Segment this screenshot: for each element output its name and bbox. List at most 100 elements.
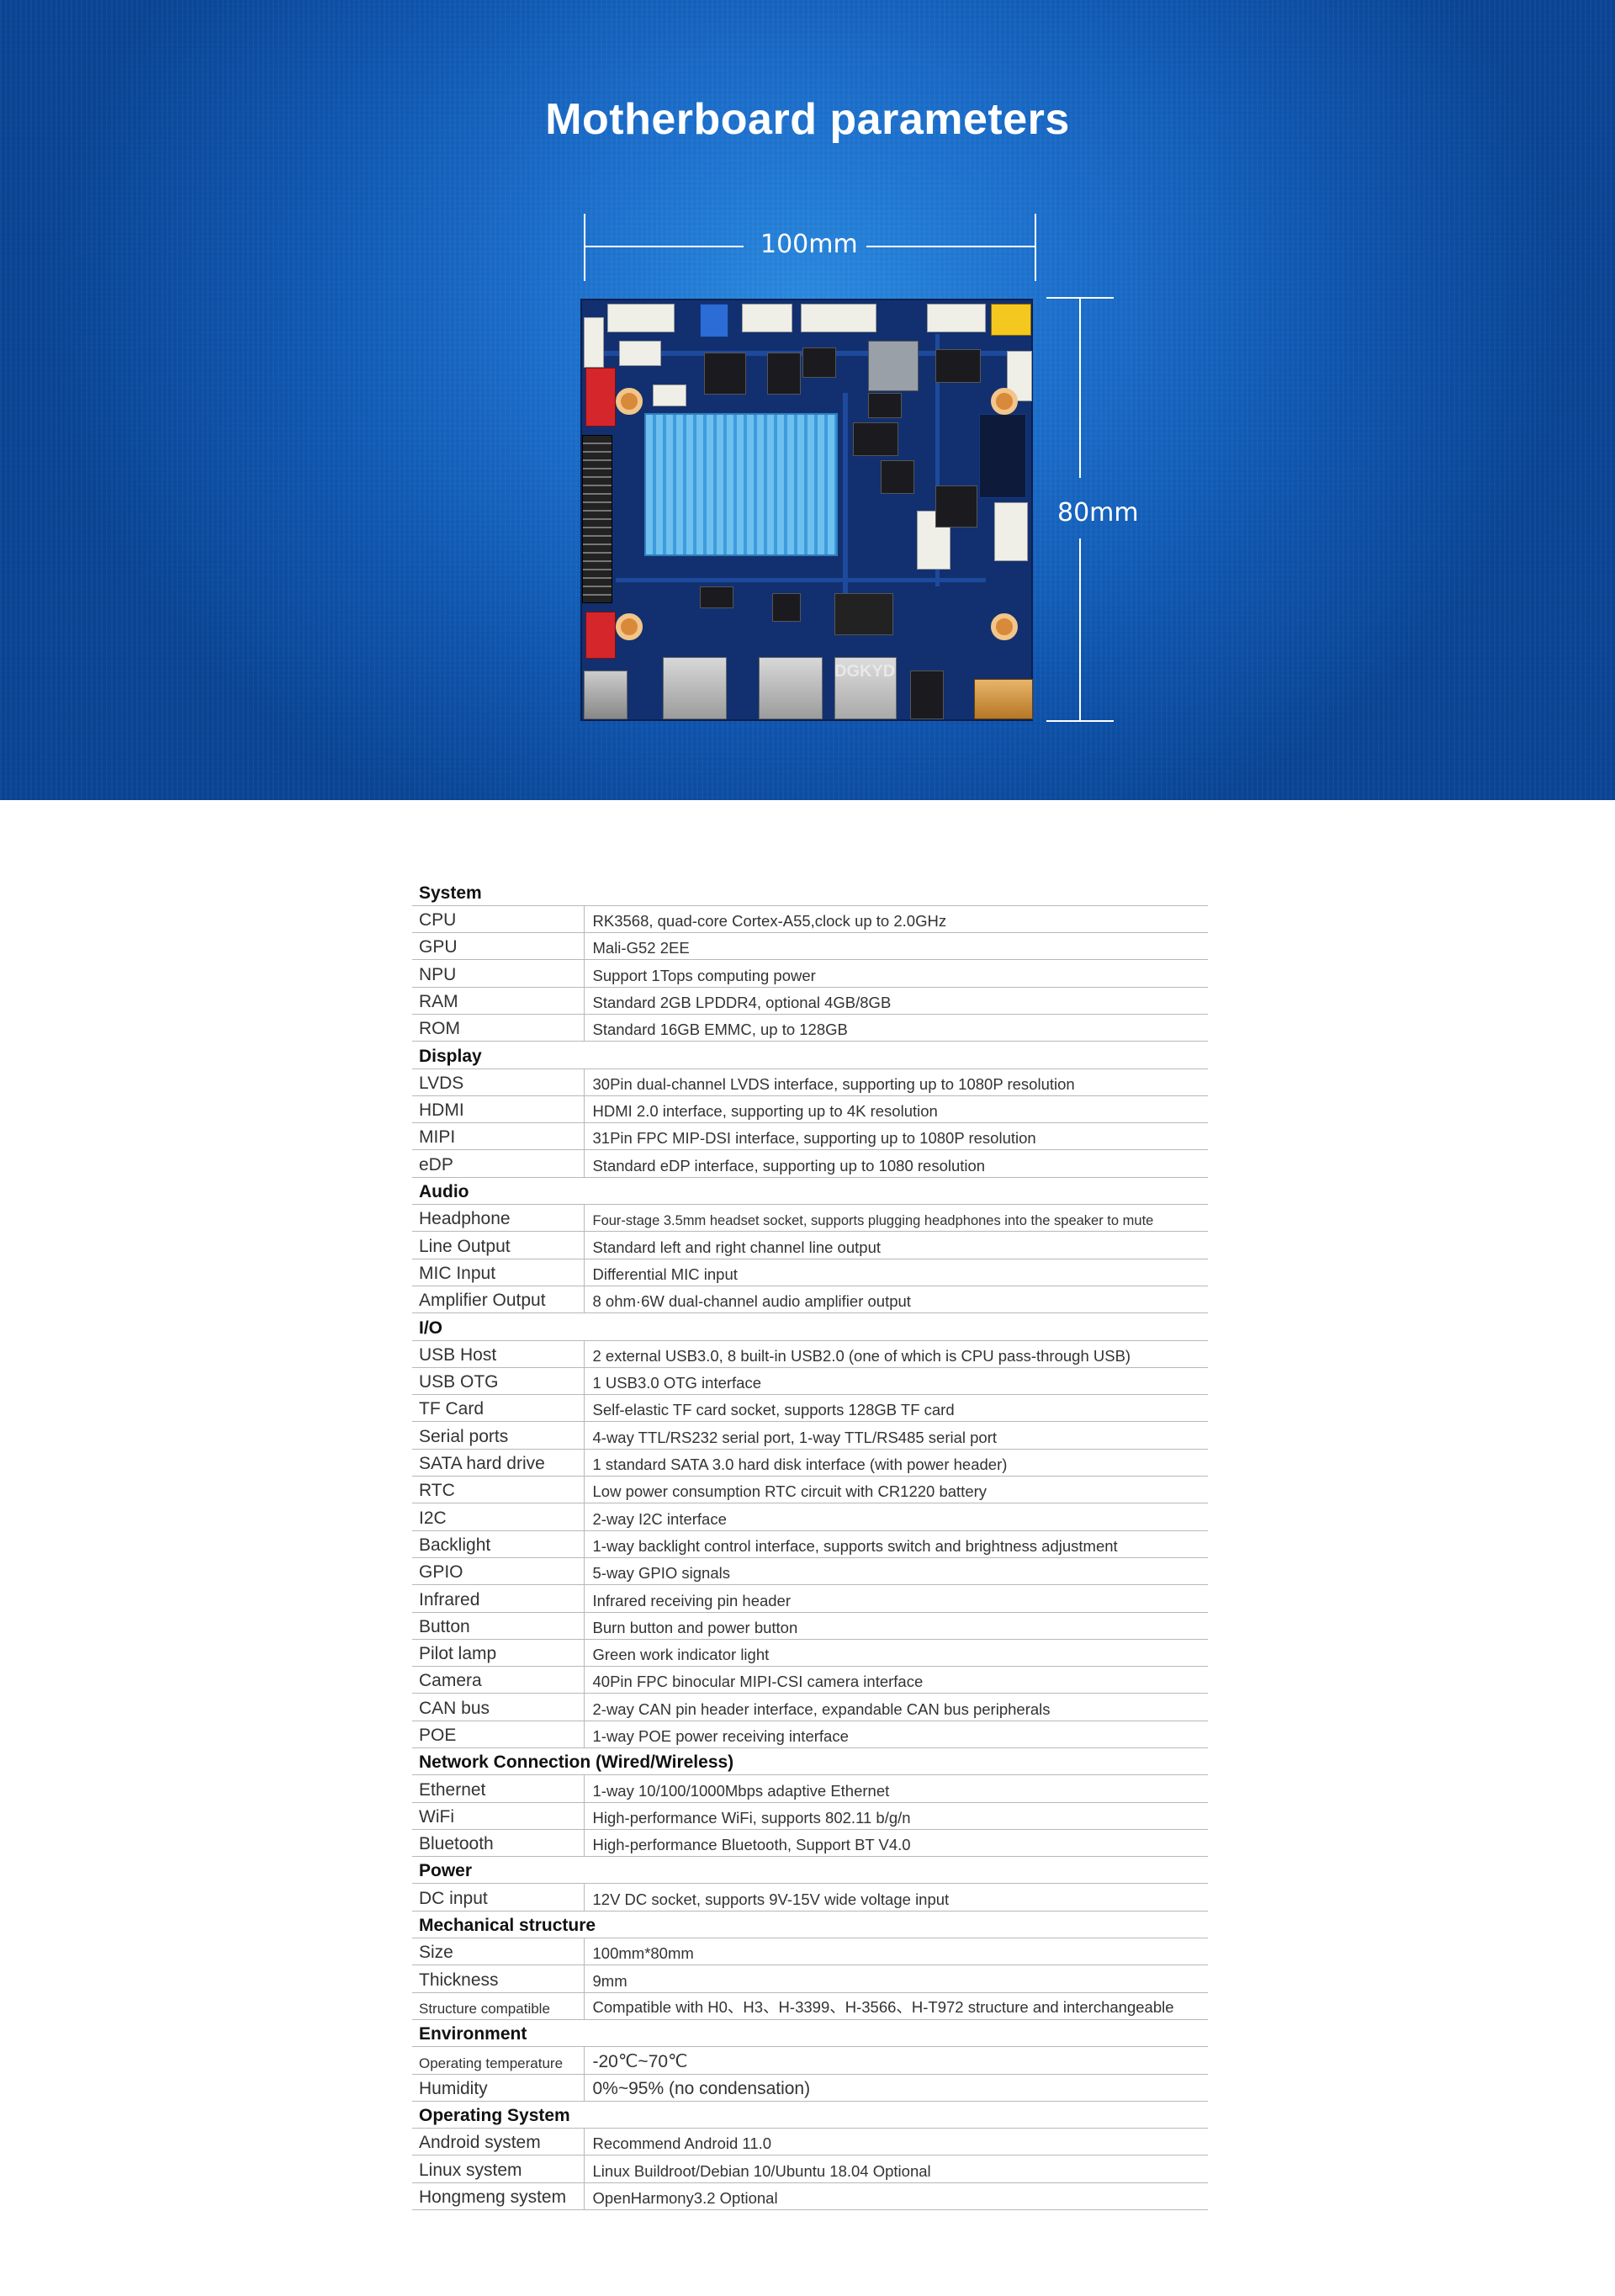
width-dimension-label: 100mm — [760, 230, 858, 259]
row-label: USB OTG — [412, 1367, 584, 1396]
row-value: 100mm*80mm — [583, 1938, 1208, 1966]
row-value: OpenHarmony3.2 Optional — [583, 2182, 1208, 2211]
section-title: Display — [412, 1041, 1208, 1069]
row-label: MIC Input — [412, 1259, 584, 1286]
row-value: 12V DC socket, supports 9V-15V wide volt… — [583, 1883, 1208, 1912]
row-label: Backlight — [412, 1530, 584, 1558]
row-value: 31Pin FPC MIP-DSI interface, supporting … — [583, 1122, 1208, 1151]
row-label: Humidity — [412, 2074, 584, 2102]
row-value: 2 external USB3.0, 8 built-in USB2.0 (on… — [583, 1340, 1208, 1368]
row-label: RAM — [412, 987, 584, 1015]
section-row: System — [412, 878, 1208, 906]
section-title: System — [412, 878, 1208, 906]
row-label: I2C — [412, 1503, 584, 1531]
section-title: Audio — [412, 1177, 1208, 1206]
section-row: Network Connection (Wired/Wireless) — [412, 1747, 1208, 1776]
row-label: Pilot lamp — [412, 1639, 584, 1668]
row-value: 30Pin dual-channel LVDS interface, suppo… — [583, 1068, 1208, 1096]
row-value: 9mm — [583, 1965, 1208, 1993]
row-value: Self-elastic TF card socket, supports 12… — [583, 1394, 1208, 1423]
row-value: HDMI 2.0 interface, supporting up to 4K … — [583, 1095, 1208, 1124]
row-value: 4-way TTL/RS232 serial port, 1-way TTL/R… — [583, 1421, 1208, 1450]
width-dimension-left-tick — [584, 214, 585, 281]
row-value: 1-way POE power receiving interface — [583, 1721, 1208, 1749]
row-label: Linux system — [412, 2155, 584, 2183]
section-row: Display — [412, 1041, 1208, 1069]
section-title: Network Connection (Wired/Wireless) — [412, 1747, 1208, 1776]
row-label: Ethernet — [412, 1774, 584, 1803]
row-value: Burn button and power button — [583, 1612, 1208, 1640]
row-value: Support 1Tops computing power — [583, 959, 1208, 988]
row-label: HDMI — [412, 1095, 584, 1124]
row-label: Button — [412, 1612, 584, 1640]
row-value: Standard 2GB LPDDR4, optional 4GB/8GB — [583, 987, 1208, 1015]
height-dimension-line-top — [1079, 297, 1081, 478]
row-label: Structure compatible — [412, 1992, 584, 2020]
row-label: Infrared — [412, 1584, 584, 1613]
row-value: 5-way GPIO signals — [583, 1557, 1208, 1586]
row-label: WiFi — [412, 1802, 584, 1830]
row-label: DC input — [412, 1883, 584, 1912]
row-label: USB Host — [412, 1340, 584, 1368]
row-value: Four-stage 3.5mm headset socket, support… — [583, 1204, 1208, 1233]
row-value: 1 USB3.0 OTG interface — [583, 1367, 1208, 1396]
row-value: 40Pin FPC binocular MIPI-CSI camera inte… — [583, 1666, 1208, 1694]
row-label: NPU — [412, 959, 584, 988]
page-title: Motherboard parameters — [545, 95, 1070, 144]
row-value: RK3568, quad-core Cortex-A55,clock up to… — [583, 905, 1208, 934]
row-label: GPIO — [412, 1557, 584, 1586]
section-row: I/O — [412, 1312, 1208, 1341]
row-label: SATA hard drive — [412, 1449, 584, 1477]
row-label: Line Output — [412, 1231, 584, 1259]
row-label: Headphone — [412, 1204, 584, 1233]
row-label: Camera — [412, 1666, 584, 1694]
section-row: Environment — [412, 2019, 1208, 2048]
row-label: RTC — [412, 1476, 584, 1504]
section-title: Operating System — [412, 2101, 1208, 2129]
row-label: MIPI — [412, 1122, 584, 1151]
row-label: Bluetooth — [412, 1829, 584, 1858]
row-value: Standard 16GB EMMC, up to 128GB — [583, 1014, 1208, 1042]
section-title: Environment — [412, 2019, 1208, 2048]
heatsink — [644, 413, 838, 556]
width-dimension-line-left — [584, 246, 744, 247]
row-label: eDP — [412, 1149, 584, 1178]
row-value: Green work indicator light — [583, 1639, 1208, 1668]
row-value: 1 standard SATA 3.0 hard disk interface … — [583, 1449, 1208, 1477]
row-label: CAN bus — [412, 1693, 584, 1721]
row-label: TF Card — [412, 1394, 584, 1423]
table-row: Operating temperature-20℃~70℃ — [412, 2046, 1208, 2075]
row-label: Operating temperature — [412, 2046, 584, 2075]
row-value: Differential MIC input — [583, 1259, 1208, 1286]
row-value: Low power consumption RTC circuit with C… — [583, 1476, 1208, 1504]
row-value: 2-way CAN pin header interface, expandab… — [583, 1693, 1208, 1721]
row-label: ROM — [412, 1014, 584, 1042]
row-value: 2-way I2C interface — [583, 1503, 1208, 1531]
